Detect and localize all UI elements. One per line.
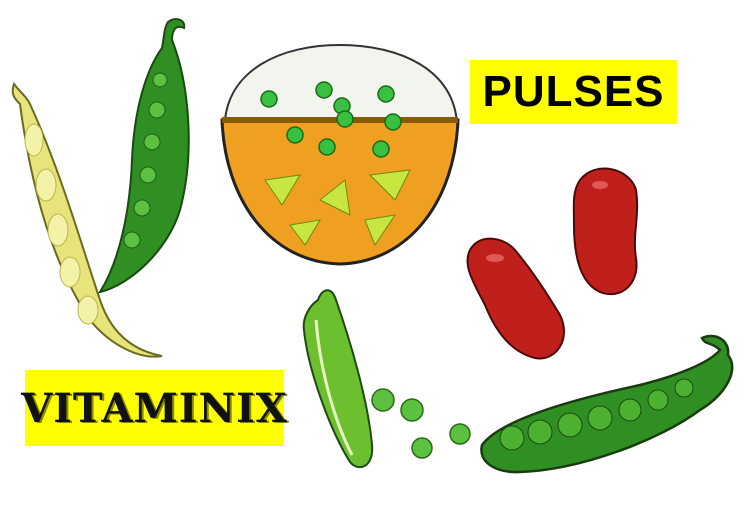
kidney-beans [466, 167, 639, 360]
vitaminix-logo: VITAMINIX [21, 370, 287, 446]
yellow-bean-pod [11, 81, 163, 358]
rice-bowl [220, 43, 460, 266]
zucchini [302, 289, 374, 469]
pulses-text: PULSES [482, 67, 665, 116]
loose-peas [371, 388, 471, 459]
pulses-label: PULSES [470, 60, 677, 124]
green-pea-pod-upright [97, 18, 190, 294]
green-pea-pod-open [480, 334, 734, 474]
brand-text: VITAMINIX [21, 384, 288, 432]
